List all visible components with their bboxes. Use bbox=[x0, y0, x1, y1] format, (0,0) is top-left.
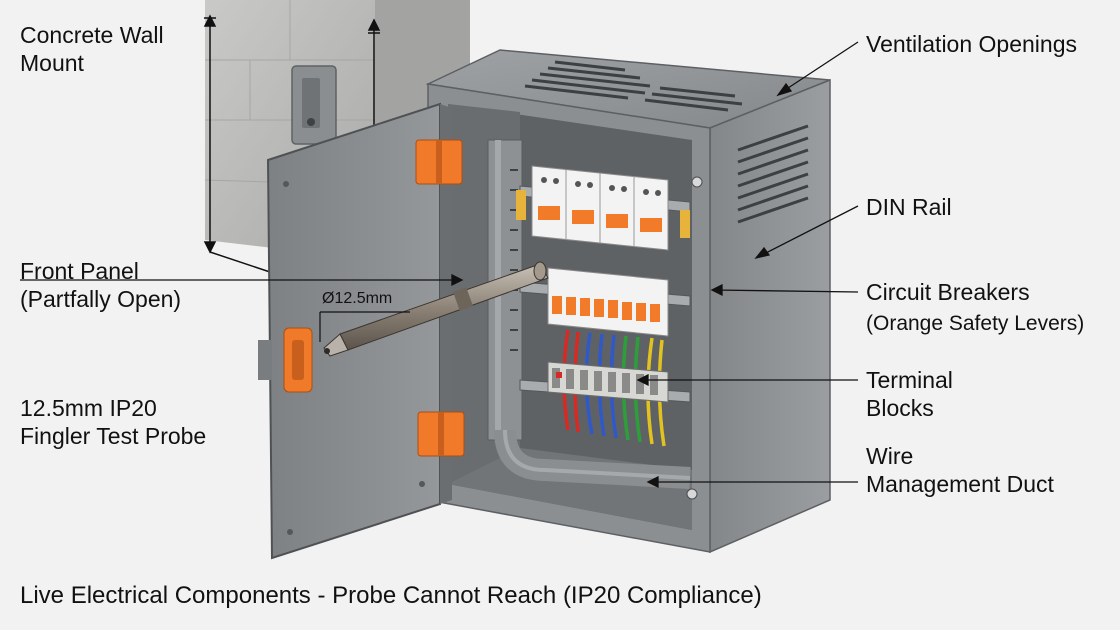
label-line: Front Panel bbox=[20, 258, 139, 284]
hinge-bottom bbox=[417, 411, 465, 457]
lower-circuit-breakers bbox=[547, 267, 669, 337]
label-din-rail: DIN Rail bbox=[866, 193, 952, 221]
leader-lines bbox=[20, 41, 859, 489]
label-wire-management-duct: Wire Management Duct bbox=[866, 442, 1054, 498]
label-line: Ventilation Openings bbox=[866, 31, 1077, 57]
label-front-panel: Front Panel (Partfally Open) bbox=[20, 257, 181, 313]
label-line: (Partfally Open) bbox=[20, 286, 182, 312]
label-line: DIN Rail bbox=[866, 194, 952, 220]
door-handle bbox=[283, 327, 313, 393]
label-line: Management Duct bbox=[866, 471, 1054, 497]
wall-dimension-lines bbox=[203, 14, 381, 273]
label-line: Mount bbox=[20, 50, 84, 76]
label-line: Blocks bbox=[866, 395, 934, 421]
figure-caption: Live Electrical Components - Probe Canno… bbox=[20, 582, 762, 609]
label-concrete-wall-mount: Concrete Wall Mount bbox=[20, 21, 164, 77]
probe-diameter-label: Ø12.5mm bbox=[322, 290, 393, 307]
hinge-top bbox=[415, 139, 463, 185]
upper-circuit-breakers bbox=[531, 165, 669, 251]
wall-mount-bracket bbox=[291, 65, 337, 145]
label-line: Circuit Breakers bbox=[866, 279, 1030, 305]
label-line: (Orange Safety Levers) bbox=[866, 312, 1085, 335]
label-line: Concrete Wall bbox=[20, 22, 164, 48]
label-line: Fingler Test Probe bbox=[20, 423, 207, 449]
label-test-probe: 12.5mm IP20 Fingler Test Probe bbox=[20, 394, 206, 450]
label-line: Wire bbox=[866, 443, 914, 469]
ventilation-openings bbox=[524, 60, 809, 224]
label-line: 12.5mm IP20 bbox=[20, 395, 157, 421]
corner-screws bbox=[686, 176, 703, 500]
test-probe bbox=[323, 261, 549, 357]
probe-diameter-marker bbox=[319, 311, 410, 342]
label-line: Terminal bbox=[866, 367, 953, 393]
label-terminal-blocks: Terminal Blocks bbox=[866, 366, 953, 422]
terminal-blocks bbox=[547, 361, 669, 403]
label-ventilation-openings: Ventilation Openings bbox=[866, 30, 1077, 58]
label-circuit-breakers: Circuit Breakers (Orange Safety Levers) bbox=[866, 278, 1084, 338]
